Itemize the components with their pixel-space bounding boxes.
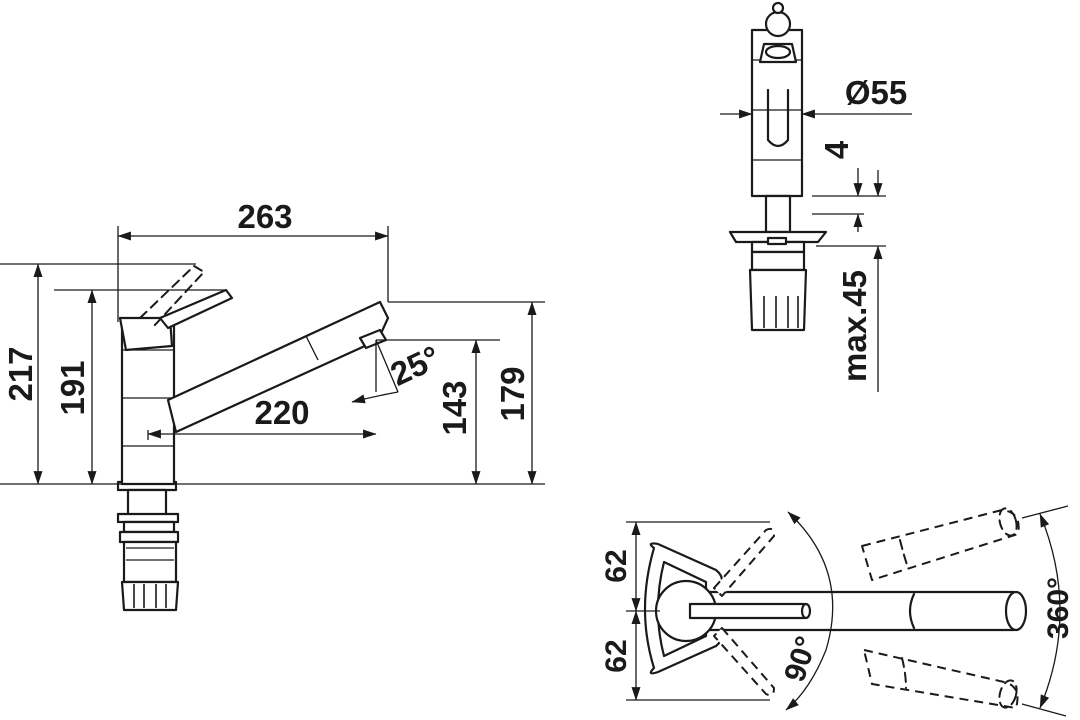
dim-spout-height-front: 179 xyxy=(494,366,531,421)
lever-raised-ghost xyxy=(139,264,206,327)
top-lever-left xyxy=(713,527,775,597)
dim-base-diameter: Ø55 xyxy=(845,74,907,111)
lever-head xyxy=(118,316,174,352)
dim-base-plate-thickness: 4 xyxy=(818,140,855,159)
side-view: 263 220 217 191 179 143 25° xyxy=(0,198,545,612)
dim-overall-length: 263 xyxy=(237,198,292,235)
dim-height-max: 217 xyxy=(2,346,39,401)
spout-ghost-lower xyxy=(863,649,1019,709)
front-lever-knob xyxy=(764,10,792,38)
lever-handle xyxy=(158,288,234,330)
dim-lever-offset-upper: 62 xyxy=(600,549,633,582)
top-view: 62 62 90° 360° xyxy=(600,505,1075,717)
front-view: Ø55 4 max.45 xyxy=(720,1,912,392)
spout xyxy=(166,300,390,434)
spout-ghost-upper xyxy=(861,509,1020,581)
dim-lever-rotation: 90° xyxy=(778,632,823,685)
dim-spout-reach: 220 xyxy=(254,394,309,431)
top-lever-right xyxy=(713,627,775,697)
dim-lever-offset-lower: 62 xyxy=(600,639,633,672)
top-lever-current xyxy=(688,602,809,620)
dim-spout-swivel: 360° xyxy=(1042,577,1075,639)
dim-mounting-thickness: max.45 xyxy=(836,270,873,382)
dim-spout-outlet-height: 143 xyxy=(436,380,473,435)
dim-height-lever: 191 xyxy=(54,360,91,415)
mounting-assembly xyxy=(116,480,180,612)
